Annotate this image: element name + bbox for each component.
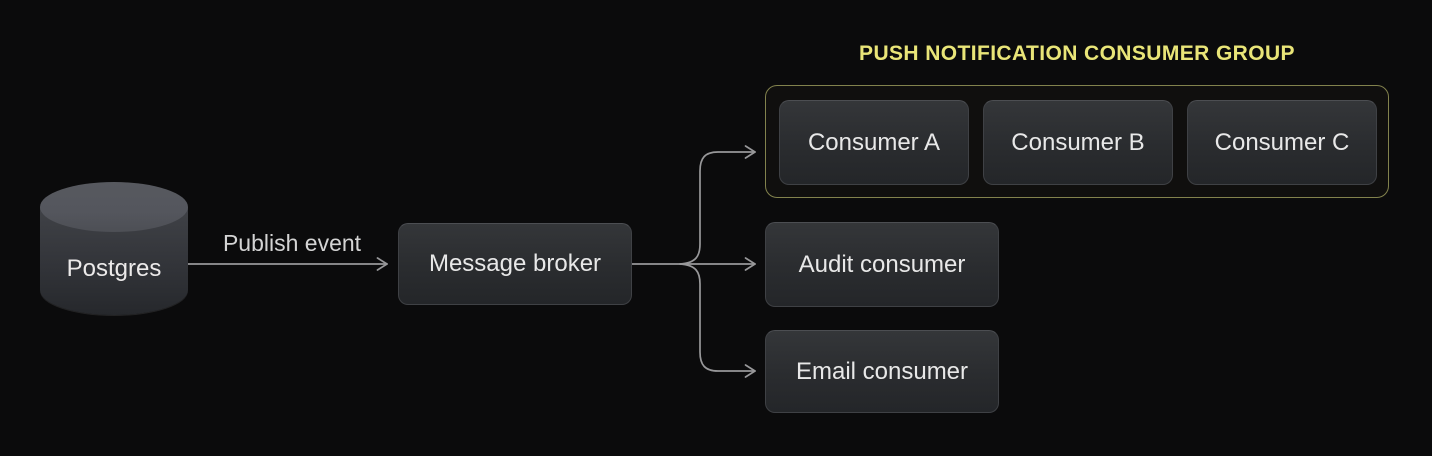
publish-event-label: Publish event xyxy=(222,230,362,256)
audit-consumer-label: Audit consumer xyxy=(798,250,966,278)
connector-broker-to-email xyxy=(679,263,756,378)
consumer-b-label: Consumer B xyxy=(1011,128,1145,156)
postgres-cylinder-top xyxy=(40,182,188,232)
push-notification-consumer-group: Consumer A Consumer B Consumer C xyxy=(765,85,1389,198)
consumer-c-label: Consumer C xyxy=(1214,128,1350,156)
email-consumer-label: Email consumer xyxy=(795,357,969,385)
connector-broker-to-consumer-group xyxy=(679,145,756,265)
postgres-label: Postgres xyxy=(66,255,162,282)
consumer-c-node: Consumer C xyxy=(1187,100,1377,185)
email-consumer-node: Email consumer xyxy=(765,330,999,413)
consumer-b-node: Consumer B xyxy=(983,100,1173,185)
message-broker-label: Message broker xyxy=(428,250,602,277)
consumer-a-label: Consumer A xyxy=(807,128,941,156)
audit-consumer-node: Audit consumer xyxy=(765,222,999,307)
consumer-group-title: PUSH NOTIFICATION CONSUMER GROUP xyxy=(859,42,1295,65)
consumer-a-node: Consumer A xyxy=(779,100,969,185)
message-broker-node: Message broker xyxy=(398,223,632,305)
